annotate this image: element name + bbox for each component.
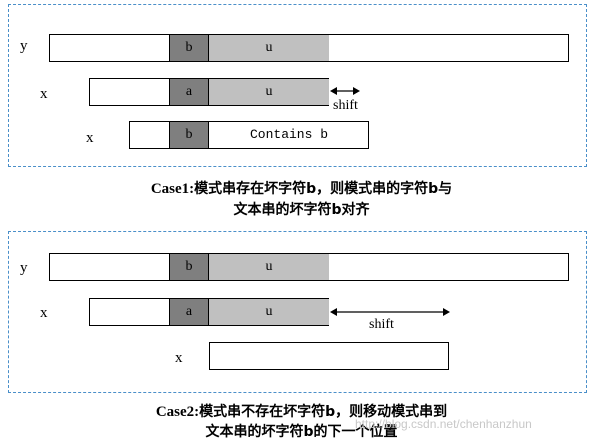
case1-y-good-suffix-u: u	[209, 35, 329, 61]
case1-pattern-bar-x2: b Contains b	[129, 121, 369, 149]
case2-x1-label: x	[40, 305, 48, 321]
case1-x2-label: x	[86, 130, 94, 146]
case1-shift-arrow	[330, 87, 360, 95]
case1-x1-label: x	[40, 86, 48, 102]
case1-x2-contains-b: Contains b	[249, 127, 328, 142]
case2-caption-line2: 文本串的坏字符b的下一个位置	[205, 424, 398, 440]
watermark-text: http://blog.csdn.net/chenhanzhun	[355, 417, 532, 431]
case2-x1-suffix-u: u	[209, 299, 329, 325]
case1-caption-tag: Case1:	[150, 181, 195, 197]
case2-text-bar-y: b u	[49, 253, 569, 281]
case2-shift-label: shift	[369, 317, 394, 332]
case2-x1-mismatch-a: a	[169, 299, 209, 325]
case2-y-bad-char-b: b	[169, 254, 209, 280]
case2-y-label: y	[20, 260, 28, 276]
case1-text-bar-y: b u	[49, 34, 569, 62]
case1-pattern-bar-x1: a u	[89, 78, 329, 106]
case2-y-good-suffix-u: u	[209, 254, 329, 280]
case2-caption-line1: Case2:模式串不存在坏字符b，则移动模式串到	[0, 402, 603, 422]
case2-shift-arrow	[330, 308, 450, 316]
case1-shift-label: shift	[333, 98, 358, 113]
case1-x1-suffix-u: u	[209, 79, 329, 105]
case1-x2-aligned-b: b	[169, 122, 209, 148]
case2-pattern-bar-x2	[209, 342, 449, 370]
case1-x1-mismatch-a: a	[169, 79, 209, 105]
case1-caption-text1: 模式串存在坏字符b，则模式串的字符b与	[194, 181, 453, 197]
case1-caption-line2: 文本串的坏字符b对齐	[233, 202, 370, 218]
case1-y-bad-char-b: b	[169, 35, 209, 61]
case2-pattern-bar-x1: a u	[89, 298, 329, 326]
case2-caption-text1: 模式串不存在坏字符b，则移动模式串到	[199, 404, 448, 420]
case2-panel	[8, 231, 587, 393]
case2-caption-tag: Case2:	[155, 404, 200, 420]
case1-panel	[8, 4, 587, 167]
case1-caption-line1: Case1:模式串存在坏字符b，则模式串的字符b与	[0, 179, 603, 199]
case2-x2-label: x	[175, 350, 183, 366]
case1-y-label: y	[20, 38, 28, 54]
